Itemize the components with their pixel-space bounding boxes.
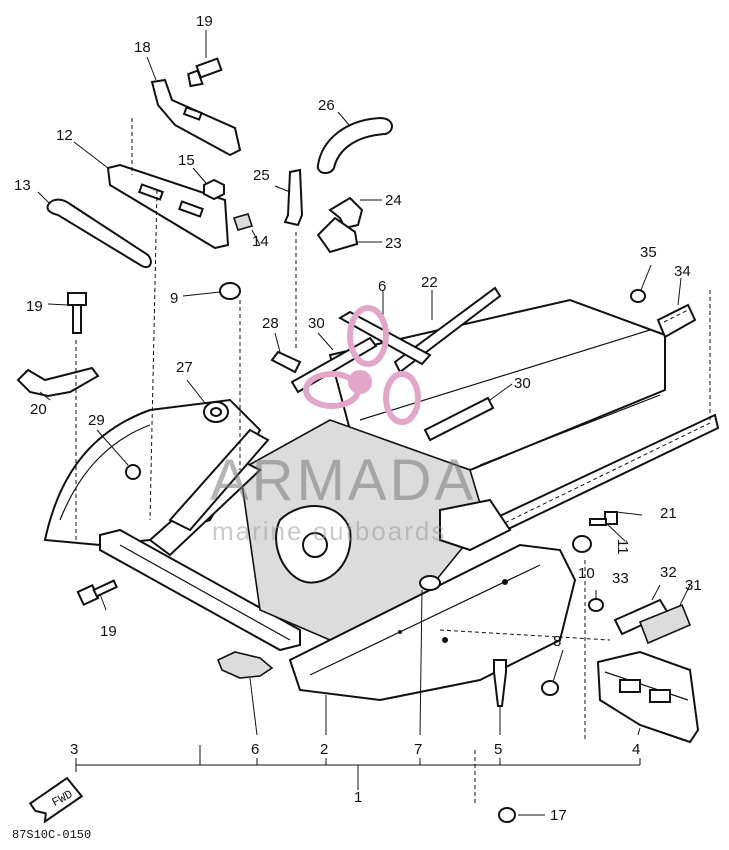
label-25: 25 xyxy=(253,167,270,184)
label-18: 18 xyxy=(134,39,151,56)
washer-10 xyxy=(572,535,592,553)
label-34: 34 xyxy=(674,263,691,280)
watermark-brand: ARMADA xyxy=(210,448,476,513)
label-4: 4 xyxy=(632,741,640,758)
label-27: 27 xyxy=(176,359,193,376)
watermark-tagline: marine outboards xyxy=(212,516,446,546)
label-26: 26 xyxy=(318,97,335,114)
bracket-23 xyxy=(316,216,359,254)
label-33: 33 xyxy=(612,570,629,587)
label-20: 20 xyxy=(30,401,47,418)
label-11: 11 xyxy=(614,539,631,555)
handle-13 xyxy=(46,198,152,268)
bushing-9 xyxy=(219,282,241,300)
label-9: 9 xyxy=(170,290,178,307)
bracket-6-bottom xyxy=(216,651,274,679)
plate-12 xyxy=(106,163,230,250)
bolt-19-bottom xyxy=(76,579,118,607)
grommet-7 xyxy=(419,575,441,591)
nut-15 xyxy=(203,178,225,201)
label-6-top: 6 xyxy=(378,278,386,295)
grommet-29 xyxy=(125,464,141,480)
pad-14 xyxy=(232,213,254,231)
part-labels: 19 18 12 15 13 14 26 25 24 23 22 6 9 19 … xyxy=(14,13,702,824)
label-24: 24 xyxy=(385,192,402,209)
label-8: 8 xyxy=(553,633,561,650)
bolt-11 xyxy=(589,511,618,526)
label-14: 14 xyxy=(252,233,269,250)
label-6-bottom: 6 xyxy=(251,741,259,758)
strip-28 xyxy=(270,350,302,374)
nut-33 xyxy=(588,598,604,612)
label-22: 22 xyxy=(421,274,438,291)
label-10: 10 xyxy=(578,565,595,582)
curved-handle-26 xyxy=(316,116,393,174)
label-13: 13 xyxy=(14,177,31,194)
label-30-b: 30 xyxy=(514,375,531,392)
armada-logo xyxy=(303,305,421,425)
pin-5 xyxy=(493,659,507,707)
label-19-left: 19 xyxy=(26,298,43,315)
label-32: 32 xyxy=(660,564,677,581)
plug-8 xyxy=(541,680,559,696)
bolt-19-top xyxy=(187,57,223,88)
strip-30-b xyxy=(423,396,495,442)
rear-box-4 xyxy=(596,650,700,744)
label-17: 17 xyxy=(550,807,567,824)
label-35: 35 xyxy=(640,244,657,261)
grille-31 xyxy=(638,603,692,645)
fwd-arrow: FWD xyxy=(28,776,84,824)
bolt-19-left xyxy=(67,292,87,334)
label-31: 31 xyxy=(685,577,702,594)
label-15: 15 xyxy=(178,152,195,169)
label-29: 29 xyxy=(88,412,105,429)
label-7: 7 xyxy=(414,741,422,758)
clip-20 xyxy=(16,366,100,398)
label-5: 5 xyxy=(494,741,502,758)
label-30-a: 30 xyxy=(308,315,325,332)
bracket-24 xyxy=(328,196,364,230)
l-bar-25 xyxy=(283,168,304,227)
assembly-bracket-1 xyxy=(75,745,641,790)
armada-watermark: ARMADA marine outboards xyxy=(210,305,476,546)
label-19-bottom: 19 xyxy=(100,623,117,640)
label-3: 3 xyxy=(70,741,78,758)
label-23: 23 xyxy=(385,235,402,252)
diagram-code: 87S10C-0150 xyxy=(12,828,91,842)
label-2: 2 xyxy=(320,741,328,758)
main-body-assembly xyxy=(43,298,720,702)
vent-34 xyxy=(656,303,697,339)
nut-35 xyxy=(630,289,646,303)
label-21: 21 xyxy=(660,505,677,522)
leader-lines xyxy=(37,30,711,816)
label-28: 28 xyxy=(262,315,279,332)
grommet-17 xyxy=(498,807,516,823)
label-1: 1 xyxy=(354,789,362,806)
label-19-top: 19 xyxy=(196,13,213,30)
label-12: 12 xyxy=(56,127,73,144)
